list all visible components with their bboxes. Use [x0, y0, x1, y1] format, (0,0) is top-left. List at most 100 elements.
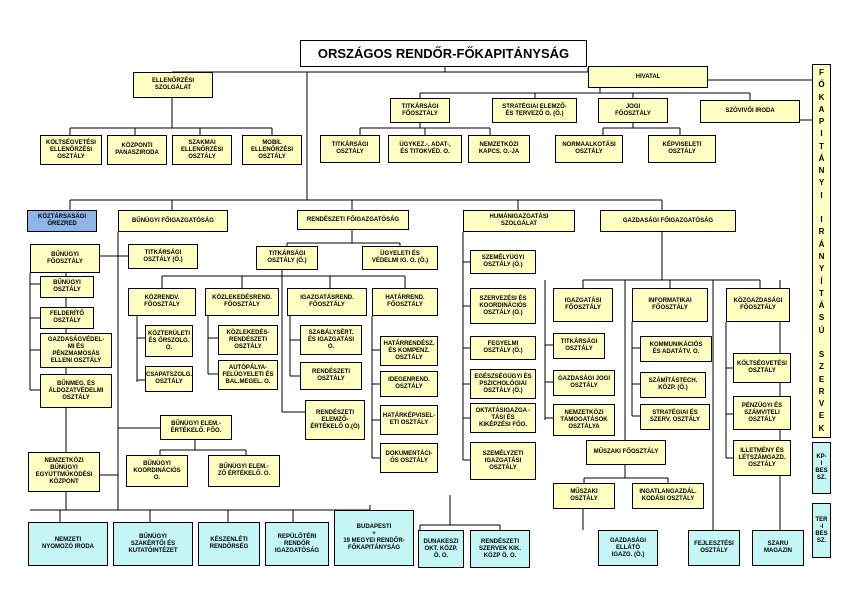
node-koltsegvetesi-osztaly: KÖLTSÉGVETÉSI OSZTÁLY [733, 353, 791, 383]
node-gazdasagi-jogi: GAZDASÁGI JOGI OSZTÁLY [553, 370, 615, 396]
node-felderito-osztaly: FELDERÍTŐ OSZTÁLY [40, 307, 94, 329]
node-szakmai-ellenorzesi: SZAKMAI ELLENŐRZÉSI OSZTÁLY [172, 135, 232, 165]
node-gaz-titkarsagi: TITKÁRSÁGI OSZTÁLY [553, 333, 605, 359]
node-bunugyi-szakertoi: BŰNÜGYI SZAKÉRTŐI ÉS KUTATÓINTÉZET [113, 522, 193, 566]
node-kozgazdasagi-foosztaly: KÖZGAZDASÁGI FŐOSZTÁLY [726, 288, 790, 322]
node-szamitastechnikai: SZÁMÍTÁSTECH. KÖZP. (Ö.) [640, 372, 706, 398]
node-fejlesztesi-osztaly: FEJLESZTÉSI OSZTÁLY [688, 530, 740, 566]
vertical-label-char: Ő [818, 80, 825, 90]
node-szervezesi-koordinacios: SZERVEZÉSI ÉS KOORDINÁCIÓS OSZTÁLY (Ö.) [470, 288, 536, 324]
vertical-label-char: N [818, 166, 825, 176]
vertical-label-char: R [818, 227, 825, 237]
node-ellenorzesi-szolgalat: ELLENŐRZÉSI SZOLGÁLAT [133, 72, 213, 98]
node-bunugyi-foigazgatosag: BŰNÜGYI FŐIGAZGATÓSÁG [118, 210, 228, 232]
node-bunugyi-elemzo-osztaly: BŰNÜGYI ELEM.- ZŐ ÉRTÉKELŐ. O. [208, 455, 280, 487]
vertical-label-char: K [818, 92, 825, 102]
node-kozlekedesrend-foosztaly: KÖZLEKEDÉSREND. FŐOSZTÁLY [205, 288, 279, 316]
node-kozponti-panasziroda: KÖZPONTI PANASZIRODA [107, 135, 167, 165]
node-muszaki-foosztaly: MŰSZAKI FŐOSZTÁLY [586, 440, 666, 465]
node-dokumentacios: DOKUMENTÁCI- ÓS OSZTÁLY [380, 443, 438, 473]
node-koztarsasagi-orezred: KÖZTÁRSASÁGI ŐREZRED [27, 210, 97, 232]
node-autopalya: AUTÓPÁLYA- FELÜGYELETI ÉS BAL.MEGEL. O. [218, 360, 278, 390]
vertical-label-char: I [820, 129, 823, 139]
node-kepviseleti: KÉPVISELETI OSZTÁLY [648, 135, 716, 163]
node-szaru-magazin: SZARU MAGAZIN [752, 530, 804, 566]
vertical-label-char: Á [818, 239, 825, 249]
vertical-label-char: T [819, 288, 824, 298]
node-informatikai-foosztaly: INFORMATIKAI FŐOSZTÁLY [632, 288, 708, 322]
node-illetmeny: ILLETMÉNY ÉS LÉTSZÁMGAZD. OSZTÁLY [733, 440, 791, 476]
vertical-label-char: Y [818, 178, 825, 188]
vertical-label-char: Á [818, 301, 825, 311]
node-kozrendvedelmi-foosztaly: KÖZRENDV. FŐOSZTÁLY [128, 288, 196, 316]
node-csapatszolgalati: CSAPATSZOLG. OSZTÁLY [145, 366, 193, 392]
node-rendeszeti-osztaly: RENDÉSZETI OSZTÁLY [300, 362, 362, 390]
vertical-label-char: Z [819, 362, 824, 372]
node-ugykezelesi: ÜGYKEZ.-, ADAT-, ÉS TITOKVÉD. O. [388, 135, 462, 163]
node-hatarkepviseleti: HATÁRKÉPVISEL- ETI OSZTÁLY [380, 405, 438, 435]
node-rendeszeti-elemzo: RENDÉSZETI ELEMZŐ- ÉRTÉKELŐ O.(Ö) [305, 400, 365, 440]
node-humanigazgatasi-szolgalat: HUMÁNIGAZGATÁSI SZOLGÁLAT [463, 210, 575, 232]
vertical-label-char: S [818, 350, 825, 360]
node-bunmegelozesi: BŰNMEG. ÉS ÁLDOZATVÉDELMI OSZTÁLY [40, 374, 112, 408]
node-ingatlangazdalkodasi: INGATLANGAZDÁL. KODÁSI OSZTÁLY [632, 483, 704, 509]
node-nemzetkozi-bunugyi-kozpont: NEMZETKÖZI BŰNÜGYI EGYÜTTMŰKÖDÉSI KÖZPON… [28, 452, 100, 492]
vertical-label-char: E [818, 374, 825, 384]
node-bunugyi-osztaly: BŰNÜGYI OSZTÁLY [40, 276, 94, 298]
node-szemelyugyi: SZEMÉLYÜGYI OSZTÁLY (Ö.) [470, 250, 536, 274]
node-gazdasagi-ellato: GAZDASÁGI ELLÁTÓ IGAZG. (Ö.) [598, 530, 658, 566]
node-muszaki-osztaly: MŰSZAKI OSZTÁLY [553, 483, 615, 509]
node-nemzetkozi-kapcsolatok: NEMZETKÖZI KAPCS. O.-JA [468, 135, 530, 163]
node-bun-titkarsagi: TITKÁRSÁGI OSZTÁLY (Ö.) [128, 244, 198, 269]
node-hivatal: HIVATAL [588, 66, 708, 88]
node-bunugyi-foosztaly: BŰNÜGYI FŐOSZTÁLY [30, 244, 100, 273]
node-rendeszeti-szervek-kikepzo: RENDÉSZETI SZERVEK KIK. KÖZP Ö. O. [470, 530, 530, 568]
vertical-label-char: Y [818, 264, 825, 274]
vertical-label-char: P [818, 117, 825, 127]
node-szabalysertesi: SZABÁLYSÉRT. ÉS IGAZGATÁSI O. [300, 325, 362, 355]
node-kommunikacios: KOMMUNIKÁCIÓS ÉS ADATÁTV. O. [640, 336, 712, 362]
vertical-label-char: Í [820, 276, 823, 286]
node-mobil-ellenorzesi: MOBIL ELLENŐRZÉSI OSZTÁLY [242, 135, 302, 165]
vertical-label-char: R [818, 386, 825, 396]
vertical-label-char: E [818, 411, 825, 421]
node-ugyeleti-vedelmi: ÜGYELETI ÉS VÉDELMI IG. O. (Ö.) [362, 246, 438, 270]
node-rendeszeti-foigazgatosag: RENDÉSZETI FŐIGAZGATÓSÁG [297, 210, 409, 230]
node-fegyelmi: FEGYELMI OSZTÁLY (Ö.) [470, 336, 536, 360]
node-szemelyzeti-igazgatasi: SZEMÉLYZETI IGAZGATÁSI OSZTÁLY [470, 442, 536, 480]
node-jogi-foosztaly: JOGI FŐOSZTÁLY [598, 98, 668, 123]
node-oktatasigazgatasi: OKTATÁSIGAZGA - TÁSI ÉS KIKÉPZÉSI FŐO. [470, 403, 536, 433]
node-hatarrend-foosztaly: HATÁRREND. FŐOSZTÁLY [372, 288, 438, 316]
node-gazdasagvedelmi: GAZDASÁGVÉDEL- MI ÉS PÉNZMAMOSÁS ELLENI … [40, 333, 112, 368]
node-orfk: ORSZÁGOS RENDŐR-FŐKAPITÁNYSÁG [300, 40, 587, 67]
vertical-label-char: T [819, 141, 824, 151]
node-titkarsagi-foosztaly: TITKÁRSÁGI FŐOSZTÁLY [390, 98, 450, 123]
node-egeszsegugyi: EGÉSZSÉGÜGYI ÉS PSZICHOLÓGIAI OSZTÁLY (Ö… [470, 369, 536, 399]
node-strategiai-szervezesi: STRATÉGIAI ÉS SZERV. OSZTÁLY [640, 404, 710, 430]
node-repuloteri-igazgatosag: REPÜLŐTÉRI RENDŐR IGAZGATÓSÁG [265, 522, 329, 566]
node-kozlekedes-rendeszeti: KÖZLEKEDÉS- RENDÉSZETI OSZTÁLY [218, 325, 278, 355]
node-dunakeszi: DUNAKESZI OKT. KÖZP. Ö. O. [418, 530, 464, 568]
node-koltsegvetesi-ellenorzesi: KÖLTSÉGVETÉSI ELLENŐRZÉSI OSZTÁLY [40, 135, 102, 165]
vertical-label-char [820, 204, 822, 212]
node-bunugyi-elemzo-foosztaly: BŰNÜGYI ELEM.- ÉRTÉKELŐ. FŐO. [160, 415, 232, 440]
vertical-label-char: I [820, 190, 823, 200]
node-ter-ibes: TER -I BES SZ. [812, 503, 831, 558]
node-rend-titkarsagi: TITKÁRSÁGI OSZTÁLY (Ö.) [256, 246, 318, 270]
node-szovivoi-iroda: SZÓVIVŐI IRODA [700, 100, 800, 123]
node-kozteruleti: KÖZTERÜLETI ÉS ŐRSZOLG. O. [145, 325, 193, 357]
vertical-label-char: S [818, 313, 825, 323]
node-kp-ibes: KP- I BES SZ. [812, 442, 831, 494]
vertical-label-char: Á [818, 153, 825, 163]
node-gazdasagi-foigazgatosag: GAZDASÁGI FŐIGAZGATÓSÁG [600, 210, 736, 232]
vertical-label-char: V [818, 399, 825, 409]
node-titkarsagi-osztaly: TITKÁRSÁGI OSZTÁLY [320, 135, 380, 163]
node-keszenleti-rendorseg: KÉSZENLÉTI RENDŐRSÉG [198, 522, 260, 566]
node-budapesti-megyei: BUDAPESTI + 19 MEGYEI RENDŐR- FŐKAPITÁNY… [334, 510, 414, 566]
node-penzugyi-szamviteli: PÉNZÜGYI ÉS SZÁMVITELI OSZTÁLY [733, 396, 791, 430]
node-igazgatasi-foosztaly: IGAZGATÁSI FŐOSZTÁLY [553, 288, 613, 322]
vertical-label-char [820, 339, 822, 347]
vertical-label-char: I [820, 215, 823, 225]
